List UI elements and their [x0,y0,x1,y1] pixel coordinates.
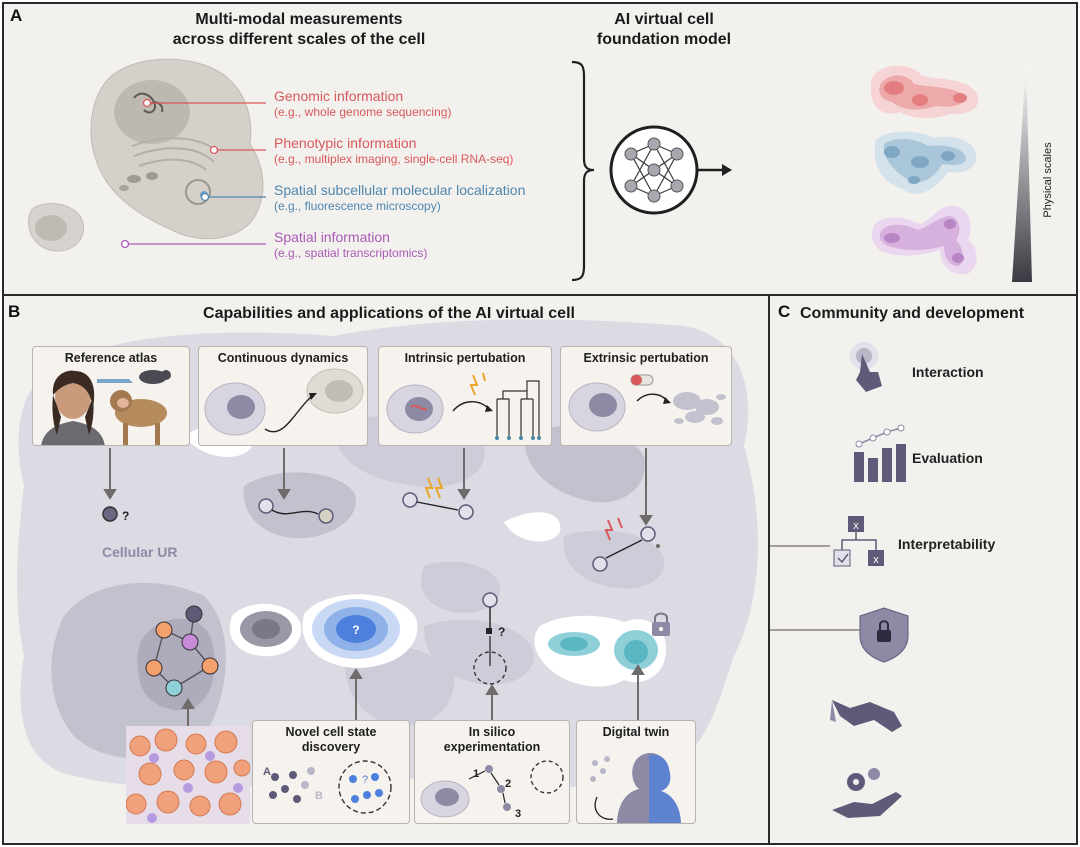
arrow [698,164,732,176]
title-line: discovery [301,740,361,754]
step-label: 1 [473,768,479,780]
panel-title: Community and development [800,305,1025,322]
info-genomic-subtitle: (e.g., whole genome sequencing) [274,105,452,119]
card-digital-twin[interactable]: Digital twin [576,720,696,824]
large-cell [90,58,264,240]
card-title: Reference atlas [64,351,158,365]
card-intrinsic-pertubation[interactable]: Intrinsic pertubation [378,346,552,446]
interaction-label: Interaction [912,364,984,380]
localization-landscape [874,131,977,194]
card-continuous-dynamics[interactable]: Continuous dynamics [198,346,368,446]
card-title: Novel cell state discovery [253,725,409,755]
card-in-silico-experimentation[interactable]: In silico experimentation 1 2 3 [414,720,570,824]
question-mark: ? [122,509,129,523]
bracket [571,60,595,282]
panel-letter: A [10,6,23,25]
panel-a-graphics [27,58,1032,282]
spatial-landscape [871,205,977,275]
card-title: Continuous dynamics [217,351,349,365]
svg-text:x: x [873,554,879,566]
scale-triangle [1012,62,1032,282]
continuous-dynamics-illustration [204,368,364,436]
panel-c-icons: x x [770,342,909,818]
card-extrinsic-pertubation[interactable]: Extrinsic pertubation [560,346,732,446]
question-mark: ? [362,774,368,786]
in-silico-illustration: 1 2 3 [420,760,564,820]
panel-letter: C [778,302,791,321]
annotation-lines [120,98,266,249]
neural-network-icon [609,125,699,215]
card-title: Digital twin [602,725,670,739]
info-localization-subtitle: (e.g., fluorescence microscopy) [274,199,441,213]
genomic-landscape [870,65,979,119]
panel-b-markers: ? ? ? [102,448,670,756]
handshake-icon [830,700,902,732]
touch-icon [850,342,882,392]
tissue-image [126,726,250,824]
group-label: A [263,766,271,778]
panel-title: Multi-modal measurements across differen… [114,10,484,50]
title-line: Multi-modal measurements [195,11,403,28]
info-phenotypic-subtitle: (e.g., multiplex imaging, single-cell RN… [274,152,514,166]
novel-state-illustration: ? A B [263,760,392,814]
info-spatial-title: Spatial information [274,229,390,245]
title-line: foundation model [596,31,732,48]
panel-b: B Capabilities and applications of the A… [2,294,770,845]
title-line: Novel cell state [285,725,377,739]
shield-lock-icon [859,607,909,663]
title-line: In silico [468,725,516,739]
info-phenotypic-title: Phenotypic information [274,135,417,151]
title-line: across different scales of the cell [172,31,426,48]
digital-twin-illustration [590,753,681,823]
title-line: experimentation [443,740,541,754]
gear-hand-icon [832,768,902,818]
small-cell [27,203,85,252]
info-genomic-title: Genomic information [274,88,404,104]
question-mark: ? [352,623,359,637]
panel-a: A Multi-modal measurements across differ… [2,2,1078,296]
card-title: Intrinsic pertubation [404,351,526,365]
physical-scales-label: Physical scales [1042,142,1054,218]
title-line: AI virtual cell [614,11,714,28]
reference-atlas-illustration [41,370,171,445]
info-spatial-subtitle: (e.g., spatial transcriptomics) [274,246,428,260]
cellular-ur-label: Cellular UR [102,544,178,560]
panel-title: Capabilities and applications of the AI … [203,305,575,322]
card-novel-cell-state-discovery[interactable]: Novel cell state discovery ? A B [252,720,410,824]
extrinsic-pertubation-illustration [568,374,726,432]
step-label: 2 [505,778,511,790]
step-label: 3 [515,808,521,820]
info-localization-title: Spatial subcellular molecular localizati… [274,182,526,198]
svg-text:x: x [853,520,859,532]
card-title: In silico experimentation [415,725,569,755]
card-title: Extrinsic pertubation [583,351,709,365]
lock-icon [652,612,670,636]
model-title: AI virtual cell foundation model [564,10,764,50]
interpretability-label: Interpretability [898,536,996,552]
question-mark: ? [498,625,505,639]
bar-chart-icon [854,424,906,482]
decision-tree-icon: x x [833,516,884,567]
panel-c: C Community and development x x [768,294,1078,845]
intrinsic-pertubation-illustration [386,372,541,440]
panel-letter: B [8,302,21,321]
card-reference-atlas[interactable]: Reference atlas [32,346,190,446]
group-label: B [315,790,323,802]
evaluation-label: Evaluation [912,450,983,466]
physical-scales-label-wrap: Physical scales [1036,134,1060,234]
